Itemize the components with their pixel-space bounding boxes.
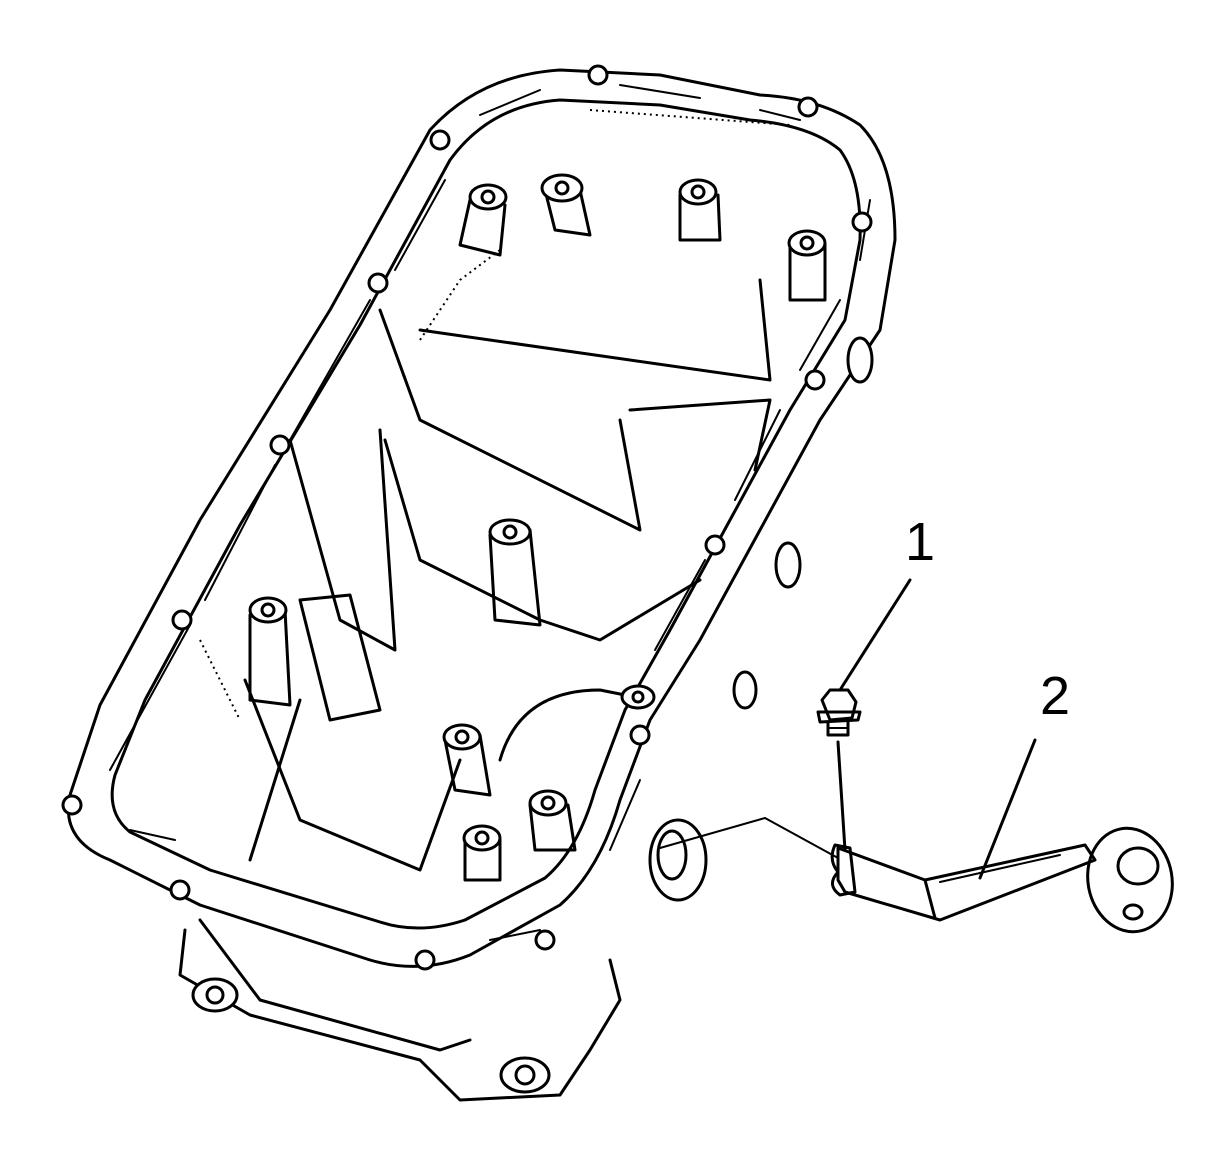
oil-pan-boss (488, 518, 542, 627)
oil-pan-sump (178, 928, 622, 1102)
drain-plug-hole (205, 985, 225, 1005)
oil-pan-boss (528, 789, 577, 852)
assembly-guide-line (659, 817, 839, 859)
flange-bolt-hole (61, 794, 83, 816)
oil-pan-interior-rib (378, 308, 642, 532)
flange-bolt-hole (851, 211, 873, 233)
bolt (816, 688, 862, 852)
flange-bolt-hole (797, 96, 819, 118)
flange-bolt-hole (414, 949, 436, 971)
oil-pan-boss (442, 723, 492, 797)
flange-bolt-hole (534, 929, 556, 951)
flange-slot (619, 84, 701, 99)
tube-outline (836, 843, 1097, 922)
oil-pan-boss (248, 596, 292, 707)
oil-pan-interior-rib (288, 428, 397, 652)
callout-1: 1 (838, 512, 935, 692)
oil-pan-interior-rib (418, 278, 772, 382)
oil-pan-boss (458, 183, 508, 257)
callout-2-leader (978, 738, 1037, 880)
callout-2-number: 2 (1040, 666, 1070, 726)
callout-1-leader (838, 578, 912, 692)
flange-bolt-hole (587, 64, 609, 86)
flange-bolt-hole (804, 369, 826, 391)
oil-pan-boss (620, 684, 656, 710)
tube-highlight (939, 854, 1061, 883)
bolt-washer (816, 710, 862, 724)
oil-pan-boss (298, 593, 382, 722)
bolt-head (820, 688, 858, 722)
oil-pan-interior-rib (383, 438, 702, 642)
oil-pan-flange-inner (110, 98, 862, 930)
flange-slot (479, 89, 541, 116)
casting-seam (589, 109, 791, 126)
tube-flange (1086, 826, 1174, 934)
oil-pump-screen-tube (659, 817, 1174, 934)
drain-plug-hole (514, 1064, 536, 1086)
flange-bolt-hole (704, 534, 726, 556)
flange-slot (109, 624, 191, 771)
flange-slot (654, 559, 706, 651)
flange-slot (204, 464, 276, 601)
tube-body (923, 878, 937, 920)
oil-pan (61, 64, 897, 1102)
oil-pan-boss (540, 173, 592, 237)
oil-pan-flange-outer (66, 68, 897, 968)
oil-pan-boss (678, 178, 722, 242)
side-boss (732, 670, 758, 710)
flange-slot (394, 179, 446, 271)
flange-bolt-hole (171, 609, 193, 631)
callout-2: 2 (978, 666, 1070, 880)
callout-1-number: 1 (905, 512, 935, 572)
bolt-install-line (836, 740, 847, 852)
flange-slot (289, 299, 371, 441)
side-boss (846, 336, 874, 384)
oil-pickup-opening-inner (656, 829, 688, 881)
flange-bolt-hole (367, 272, 389, 294)
side-boss (774, 541, 802, 589)
casting-seam (419, 249, 501, 341)
oil-pan-interior-rib (243, 678, 462, 872)
oil-pan-sump-edge (198, 918, 472, 1052)
oil-pan-interior-rib (498, 688, 652, 762)
casting-seam (199, 639, 241, 721)
tube-flange-bolt-hole (1122, 903, 1144, 921)
flange-slot (759, 109, 801, 121)
tube-flange-opening (1116, 846, 1160, 886)
flange-bolt-hole (629, 724, 651, 746)
flange-slot (129, 829, 176, 841)
flange-slot (489, 929, 541, 941)
oil-pan-boss (462, 824, 502, 882)
oil-pan-interior-rib (628, 398, 772, 472)
oil-pan-boss (787, 229, 827, 302)
oil-pan-interior-rib (248, 698, 302, 862)
flange-slot (799, 299, 841, 371)
flange-bolt-hole (269, 434, 291, 456)
flange-slot (609, 779, 641, 851)
flange-bolt-hole (169, 879, 191, 901)
flange-bolt-hole (429, 129, 451, 151)
